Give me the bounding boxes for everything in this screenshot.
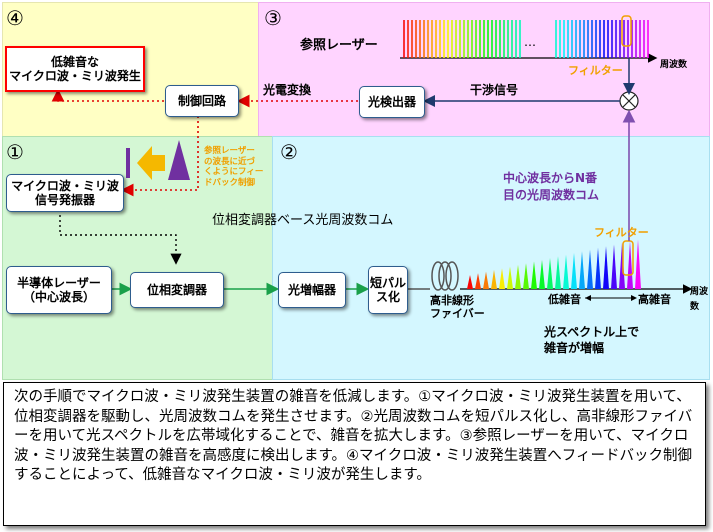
comb-title: 位相変調器ベース光周波数コム — [212, 213, 394, 228]
laser-box: 半導体レーザー （中心波長） — [6, 266, 112, 314]
feedback-arrow-icon — [137, 146, 165, 180]
comb-peak — [547, 258, 553, 289]
panel-number-3: ③ — [264, 6, 282, 30]
short-pulse-box: 短パル ス化 — [368, 266, 408, 314]
filter-top-shape — [621, 15, 632, 47]
fiber-coil-icon — [431, 261, 445, 291]
comb-peak — [467, 275, 473, 289]
control-circuit-box: 制御回路 — [165, 85, 239, 117]
comb-peak — [579, 251, 585, 289]
comb-peak — [555, 256, 561, 289]
noise-increase-label: 光スペクトル上で 雑音が増幅 — [544, 325, 640, 355]
top-dots: … — [524, 35, 536, 49]
filter-top-label: フィルター — [568, 64, 623, 77]
comb-peak — [491, 269, 497, 289]
comb-peak — [563, 254, 569, 289]
feedback-note: 参照レーザー の波長に近づ くようにフィー ドバック制御 — [204, 146, 264, 188]
comb-peak — [483, 271, 489, 289]
oscillator-box: マイクロ波・ミリ波 信号発振器 — [6, 174, 124, 212]
comb-peak — [539, 259, 545, 289]
photoelectric-label: 光電変換 — [263, 83, 312, 97]
filter-bottom-shape — [622, 240, 634, 276]
comb-peak — [507, 266, 513, 289]
description-text: 次の手順でマイクロ波・ミリ波発生装置の雑音を低減します。①マイクロ波・ミリ波発生… — [3, 382, 706, 526]
reference-laser-label: 参照レーザー — [300, 38, 378, 53]
comb-peak — [619, 242, 625, 289]
top-axis-label: 周波数 — [660, 60, 688, 70]
comb-peak — [571, 252, 577, 289]
panel-number-2: ② — [280, 140, 298, 164]
optical-amplifier-box: 光増幅器 — [278, 272, 346, 308]
comb-peak — [499, 268, 505, 289]
panel-number-1: ① — [6, 140, 24, 164]
nth-comb-label: 中心波長からN番 目の光周波数コム — [503, 171, 600, 202]
comb-peak — [531, 261, 537, 289]
photodetector-box: 光検出器 — [359, 86, 425, 118]
comb-peak — [603, 246, 609, 289]
panel-number-4: ④ — [6, 6, 24, 30]
reference-comb-lines — [403, 20, 649, 58]
low-noise-label: 低雑音 — [548, 293, 581, 306]
comb-peak — [587, 249, 593, 289]
interference-label: 干渉信号 — [470, 83, 519, 97]
comb-peak — [515, 264, 521, 289]
low-noise-output-box: 低雑音な マイクロ波・ミリ波発生 — [5, 46, 145, 92]
comb-peak — [595, 247, 601, 289]
phase-modulator-box: 位相変調器 — [130, 272, 224, 308]
feedback-triangle-icon — [168, 140, 190, 180]
fiber-label: 高非線形 ファイバー — [430, 294, 485, 320]
comb-peak — [627, 241, 633, 289]
high-noise-label: 高雑音 — [638, 293, 671, 306]
filter-bottom-label: フィルター — [594, 226, 649, 239]
comb-peak — [611, 244, 617, 289]
comb-peak — [475, 273, 481, 289]
comb-peak — [635, 239, 641, 289]
broadened-comb — [467, 239, 641, 289]
comb-peak — [523, 263, 529, 289]
bottom-axis-label: 周波数 — [690, 287, 709, 312]
feedback-bar-icon — [126, 148, 130, 178]
